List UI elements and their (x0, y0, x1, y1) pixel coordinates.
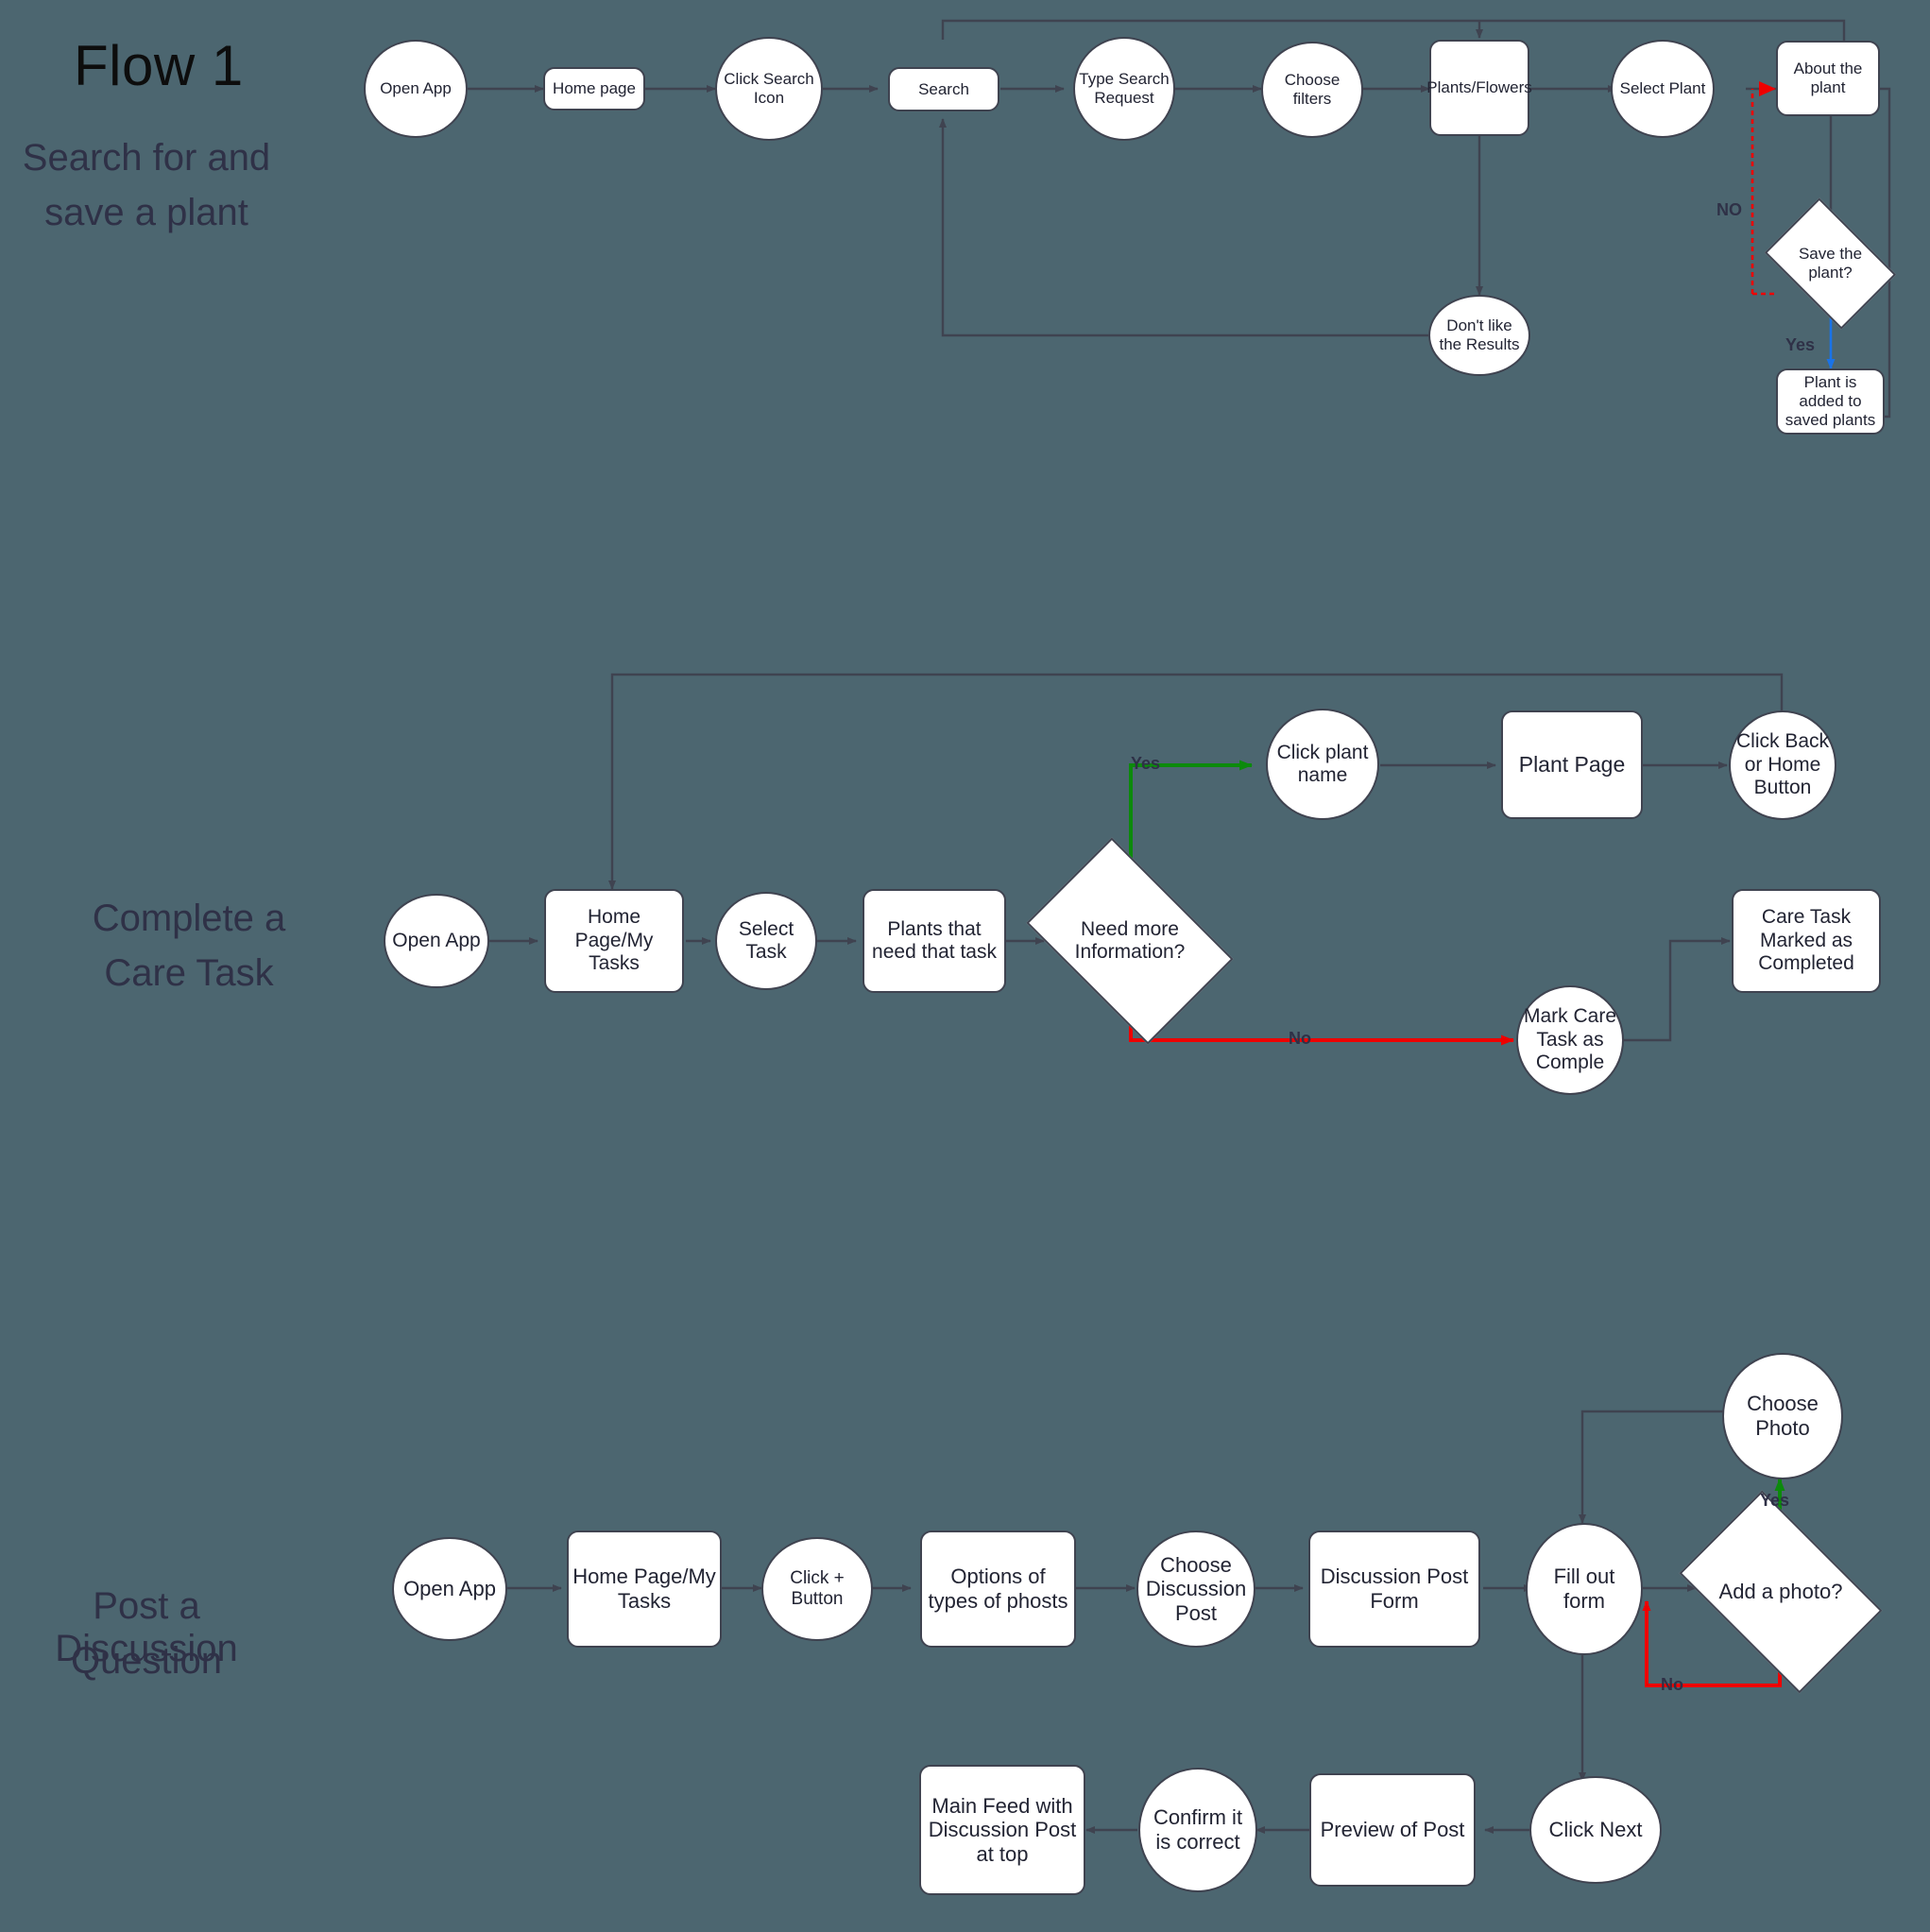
node-label: Need more Information? (1074, 917, 1186, 963)
node-f1-choose-filters[interactable]: Choose filters (1261, 42, 1363, 138)
node-label: Choose filters (1284, 71, 1341, 108)
node-f1-type-search-request[interactable]: Type Search Request (1073, 37, 1175, 141)
node-f2-click-plant-name[interactable]: Click plant name (1266, 709, 1379, 820)
node-label: Click Search Icon (724, 70, 814, 107)
node-label: Search (918, 79, 969, 98)
node-label: Click Back or Home Button (1735, 730, 1830, 799)
node-label: Mark Care Task as Comple (1523, 1005, 1617, 1074)
node-f2-need-more-info[interactable]: Need more Information? (1026, 837, 1234, 1045)
node-f3-add-a-photo[interactable]: Add a photo? (1679, 1490, 1883, 1694)
node-f2-plants-need-task[interactable]: Plants that need that task (863, 889, 1006, 993)
node-f3-choose-photo[interactable]: Choose Photo (1722, 1353, 1843, 1479)
node-label: Open App (380, 79, 452, 98)
node-label: Don't like the Results (1439, 316, 1520, 353)
node-label: Fill out form (1553, 1564, 1615, 1613)
node-label: Open App (392, 929, 481, 951)
node-label: Select Plant (1619, 79, 1706, 98)
node-f2-home-page-my-tasks[interactable]: Home Page/My Tasks (544, 889, 684, 993)
node-f1-plant-added[interactable]: Plant is added to saved plants (1776, 368, 1885, 435)
node-label: Discussion Post Form (1320, 1564, 1469, 1613)
node-f1-open-app[interactable]: Open App (364, 40, 468, 138)
node-label: Plants that need that task (872, 917, 997, 963)
node-label: Options of types of phosts (928, 1564, 1068, 1613)
flow2-subtitle-line2: Care Task (104, 952, 274, 994)
node-label: Type Search Request (1079, 70, 1170, 107)
node-f2-click-back-home[interactable]: Click Back or Home Button (1729, 710, 1836, 820)
node-f1-search[interactable]: Search (888, 67, 999, 111)
node-label: Choose Photo (1747, 1392, 1819, 1440)
edge-label-f1-no: NO (1717, 200, 1742, 219)
node-f3-click-plus-button[interactable]: Click + Button (761, 1537, 873, 1641)
node-f3-choose-discussion-post[interactable]: Choose Discussion Post (1136, 1530, 1255, 1648)
node-f1-save-the-plant[interactable]: Save the plant? (1764, 197, 1897, 330)
node-f3-preview-of-post[interactable]: Preview of Post (1309, 1773, 1476, 1887)
flow2-subtitle-line1: Complete a (92, 898, 286, 939)
node-label: Select Task (738, 917, 794, 963)
node-f1-home-page[interactable]: Home page (543, 67, 645, 111)
node-f3-fill-out-form[interactable]: Fill out form (1526, 1523, 1643, 1655)
node-f3-discussion-post-form[interactable]: Discussion Post Form (1308, 1530, 1480, 1648)
node-label: Home Page/My Tasks (574, 906, 654, 975)
edge-label-f1-yes: Yes (1785, 335, 1816, 354)
node-label: Home page (553, 79, 636, 98)
node-f2-mark-care-task[interactable]: Mark Care Task as Comple (1516, 985, 1624, 1095)
node-f1-dont-like-results[interactable]: Don't like the Results (1428, 295, 1530, 376)
node-label: Plant is added to saved plants (1785, 373, 1876, 429)
node-f3-confirm-correct[interactable]: Confirm it is correct (1138, 1768, 1257, 1892)
node-label: Home Page/My Tasks (572, 1564, 716, 1613)
flow3-subtitle-line1: Post a Discussion (55, 1585, 238, 1669)
node-f2-open-app[interactable]: Open App (384, 894, 489, 988)
node-f1-select-plant[interactable]: Select Plant (1611, 40, 1715, 138)
edge-label-f2-no: No (1289, 1029, 1311, 1048)
edge-label-f3-no: No (1661, 1675, 1683, 1694)
node-f2-select-task[interactable]: Select Task (715, 892, 817, 990)
node-label: Click + Button (790, 1567, 845, 1609)
edge-label-f3-yes: Yes (1760, 1491, 1790, 1510)
node-label: Confirm it is correct (1153, 1805, 1243, 1854)
node-label: Preview of Post (1320, 1818, 1465, 1842)
node-f1-plants-flowers[interactable]: Plants/Flowers (1426, 40, 1532, 136)
node-f1-click-search-icon[interactable]: Click Search Icon (715, 37, 823, 141)
node-label: Main Feed with Discussion Post at top (928, 1793, 1077, 1866)
flow1-subtitle-line1: Search for and (22, 137, 271, 179)
node-f3-home-page-my-tasks[interactable]: Home Page/My Tasks (567, 1530, 722, 1648)
node-f3-main-feed[interactable]: Main Feed with Discussion Post at top (919, 1765, 1085, 1895)
node-label: Open App (403, 1577, 496, 1601)
node-f2-plant-page[interactable]: Plant Page (1501, 710, 1643, 819)
node-label: Click Next (1548, 1818, 1643, 1842)
node-f2-care-task-completed[interactable]: Care Task Marked as Completed (1732, 889, 1881, 993)
node-label: Plants/Flowers (1426, 78, 1532, 97)
flow1-title: Flow 1 (74, 34, 244, 97)
node-f3-click-next[interactable]: Click Next (1529, 1776, 1662, 1884)
node-label: Add a photo? (1718, 1580, 1843, 1604)
node-f1-about-the-plant[interactable]: About the plant (1776, 41, 1880, 116)
node-label: Care Task Marked as Completed (1758, 906, 1854, 975)
node-f3-open-app[interactable]: Open App (392, 1537, 507, 1641)
node-label: Choose Discussion Post (1145, 1552, 1247, 1625)
node-label: Click plant name (1276, 741, 1369, 786)
edge-label-f2-yes: Yes (1131, 754, 1161, 773)
node-label: About the plant (1793, 60, 1863, 96)
node-f3-options-types-posts[interactable]: Options of types of phosts (920, 1530, 1076, 1648)
node-label: Save the plant? (1798, 245, 1863, 282)
node-label: Plant Page (1518, 752, 1626, 778)
flow1-subtitle-line2: save a plant (44, 192, 248, 233)
flow3-subtitle-line2: Question (70, 1640, 223, 1682)
